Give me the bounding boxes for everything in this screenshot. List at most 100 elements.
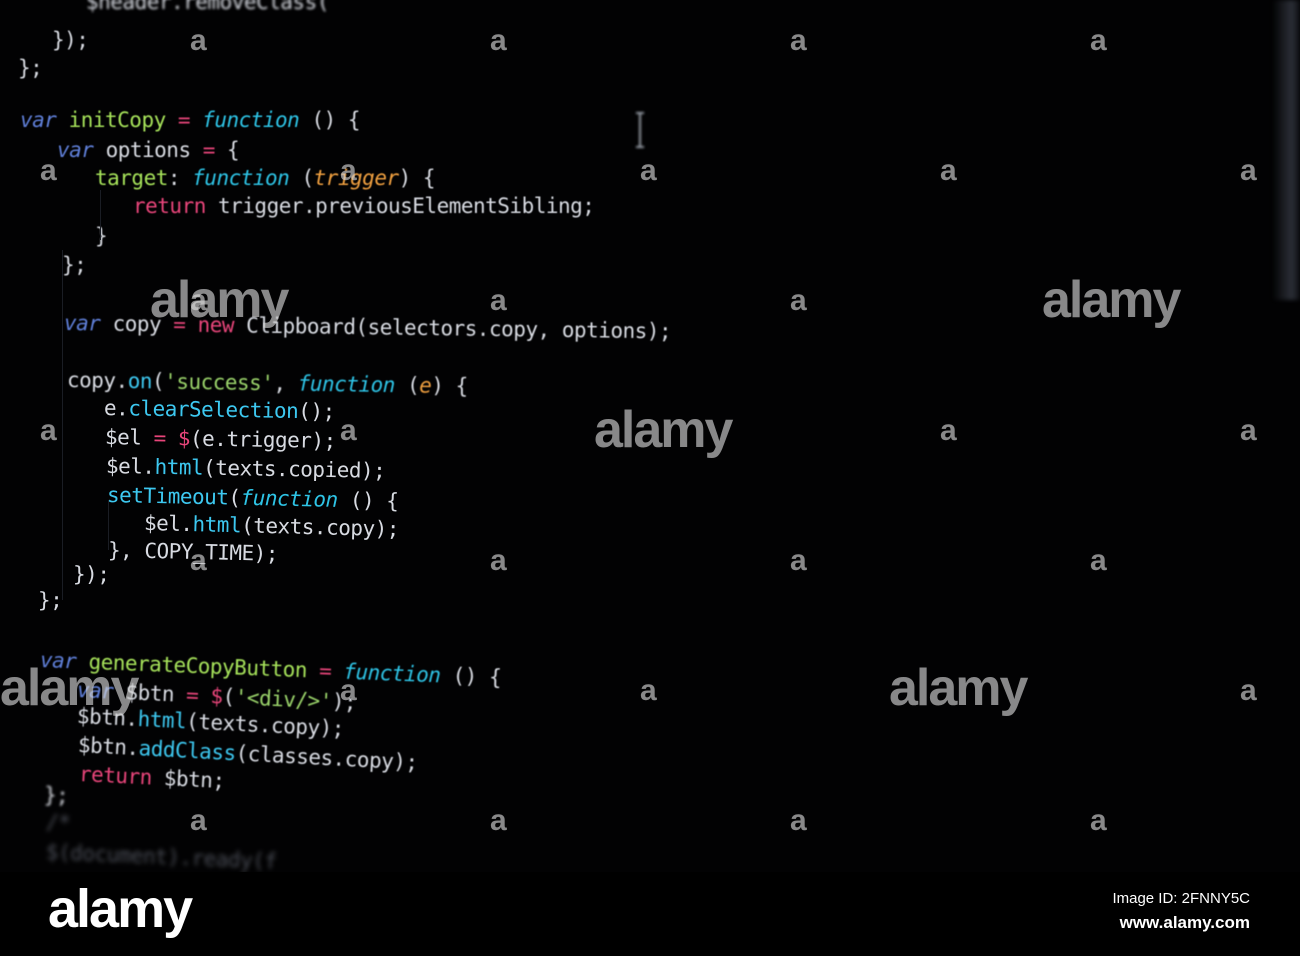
code-token: /* xyxy=(45,810,71,836)
code-token: function xyxy=(190,108,300,132)
code-line: return trigger.previousElementSibling; xyxy=(133,194,595,218)
code-line: var initCopy = function () { xyxy=(20,108,361,132)
code-token: function xyxy=(240,485,338,512)
watermark-logo: alamy xyxy=(0,659,139,717)
code-token: = xyxy=(153,425,166,451)
code-token: return xyxy=(133,194,206,218)
code-token: ( xyxy=(394,373,420,398)
code-token: (e.trigger); xyxy=(189,426,336,454)
watermark-mark: a xyxy=(790,544,807,577)
watermark-mark: a xyxy=(340,414,357,447)
code-token: Clipboard(selectors.copy, options); xyxy=(233,313,672,344)
code-token: }); xyxy=(72,562,110,587)
text-cursor-icon xyxy=(636,112,644,148)
code-token: html xyxy=(137,706,187,734)
code-token: (); xyxy=(298,399,335,424)
watermark-mark: a xyxy=(490,284,507,317)
watermark-mark: a xyxy=(790,804,807,837)
watermark-mark: a xyxy=(1090,24,1107,57)
watermark-mark: a xyxy=(40,414,57,447)
code-line: }; xyxy=(18,58,43,79)
code-line: $el.html(texts.copied); xyxy=(105,454,386,483)
watermark-mark: a xyxy=(40,154,57,187)
watermark-mark: a xyxy=(340,674,357,707)
code-token: () { xyxy=(440,663,502,690)
code-token: $ xyxy=(197,683,224,709)
code-line: copy.on('success', function (e) { xyxy=(66,368,468,399)
code-token: ) { xyxy=(398,166,436,190)
code-token: $btn. xyxy=(77,733,140,761)
watermark-mark: a xyxy=(1240,154,1257,187)
code-token: copy. xyxy=(66,368,128,393)
code-token: e xyxy=(418,373,432,398)
code-token: $header.removeClass( xyxy=(86,0,329,14)
watermark-mark: a xyxy=(640,674,657,707)
code-token: function xyxy=(297,371,396,398)
code-token: }); xyxy=(52,28,89,52)
code-token: }; xyxy=(37,588,63,613)
code-token: 'success' xyxy=(163,369,274,396)
code-token: ( xyxy=(222,684,236,710)
watermark-logo: alamy xyxy=(1042,271,1181,329)
code-token: ) { xyxy=(431,373,468,399)
watermark-mark: a xyxy=(1090,544,1107,577)
code-line: }); xyxy=(52,28,89,52)
code-line: $el = $(e.trigger); xyxy=(105,425,336,454)
code-token: ( xyxy=(289,166,314,190)
code-token: var xyxy=(20,108,57,132)
watermark-mark: a xyxy=(1090,804,1107,837)
code-token: var xyxy=(63,311,101,336)
footer-logo: alamy xyxy=(48,879,193,939)
code-token: $el. xyxy=(143,511,193,537)
code-token: $btn; xyxy=(151,765,226,794)
watermark-mark: a xyxy=(490,804,507,837)
code-line: target: function (trigger) { xyxy=(95,166,436,190)
code-line: $el.html(texts.copy); xyxy=(143,511,400,542)
watermark-mark: a xyxy=(190,284,207,317)
watermark-mark: a xyxy=(940,414,957,447)
screen-edge-glow xyxy=(1272,0,1300,300)
code-token: e. xyxy=(103,396,129,421)
code-line: }); xyxy=(72,562,110,587)
watermark-mark: a xyxy=(790,284,807,317)
code-line: $(document).ready(f xyxy=(45,840,278,872)
code-token: trigger.previousElementSibling; xyxy=(205,194,595,218)
code-photograph: $header.removeClass(});}; var initCopy = … xyxy=(0,0,1300,872)
code-line: return $btn; xyxy=(78,762,226,794)
image-id-label: Image ID: 2FNNY5C xyxy=(1112,890,1250,907)
code-token: = xyxy=(202,138,216,162)
code-line: }; xyxy=(43,783,68,808)
watermark-logo: alamy xyxy=(150,271,289,329)
code-line: /* xyxy=(45,810,71,836)
code-line: setTimeout(function () { xyxy=(106,483,399,514)
watermark-logo: alamy xyxy=(889,659,1028,717)
code-token: , xyxy=(273,371,298,396)
watermark-mark: a xyxy=(340,154,357,187)
code-token: (texts.copy); xyxy=(240,513,400,542)
code-token: var xyxy=(57,138,94,162)
code-token: () { xyxy=(299,108,361,132)
code-token: = xyxy=(177,108,191,132)
code-token: html xyxy=(154,454,204,480)
code-token: $el. xyxy=(105,454,155,479)
code-token: addClass xyxy=(138,736,237,766)
code-line: e.clearSelection(); xyxy=(103,396,335,424)
code-token: () { xyxy=(337,487,399,514)
code-token: '<div/>' xyxy=(234,685,333,714)
code-token: ( xyxy=(151,369,165,394)
code-token: on xyxy=(127,368,153,394)
watermark-mark: a xyxy=(190,24,207,57)
stock-footer: alamy Image ID: 2FNNY5C www.alamy.com xyxy=(0,872,1300,956)
code-token: setTimeout xyxy=(106,483,229,510)
watermark-mark: a xyxy=(190,804,207,837)
watermark-mark: a xyxy=(490,544,507,577)
code-token: $(document).ready(f xyxy=(45,840,278,872)
indent-guide xyxy=(108,500,109,550)
code-token: return xyxy=(78,762,153,790)
watermark-mark: a xyxy=(640,154,657,187)
code-line: $header.removeClass( xyxy=(86,0,329,13)
watermark-mark: a xyxy=(490,24,507,57)
indent-guide xyxy=(100,190,101,240)
code-token: trigger xyxy=(313,166,400,190)
watermark-mark: a xyxy=(1240,674,1257,707)
